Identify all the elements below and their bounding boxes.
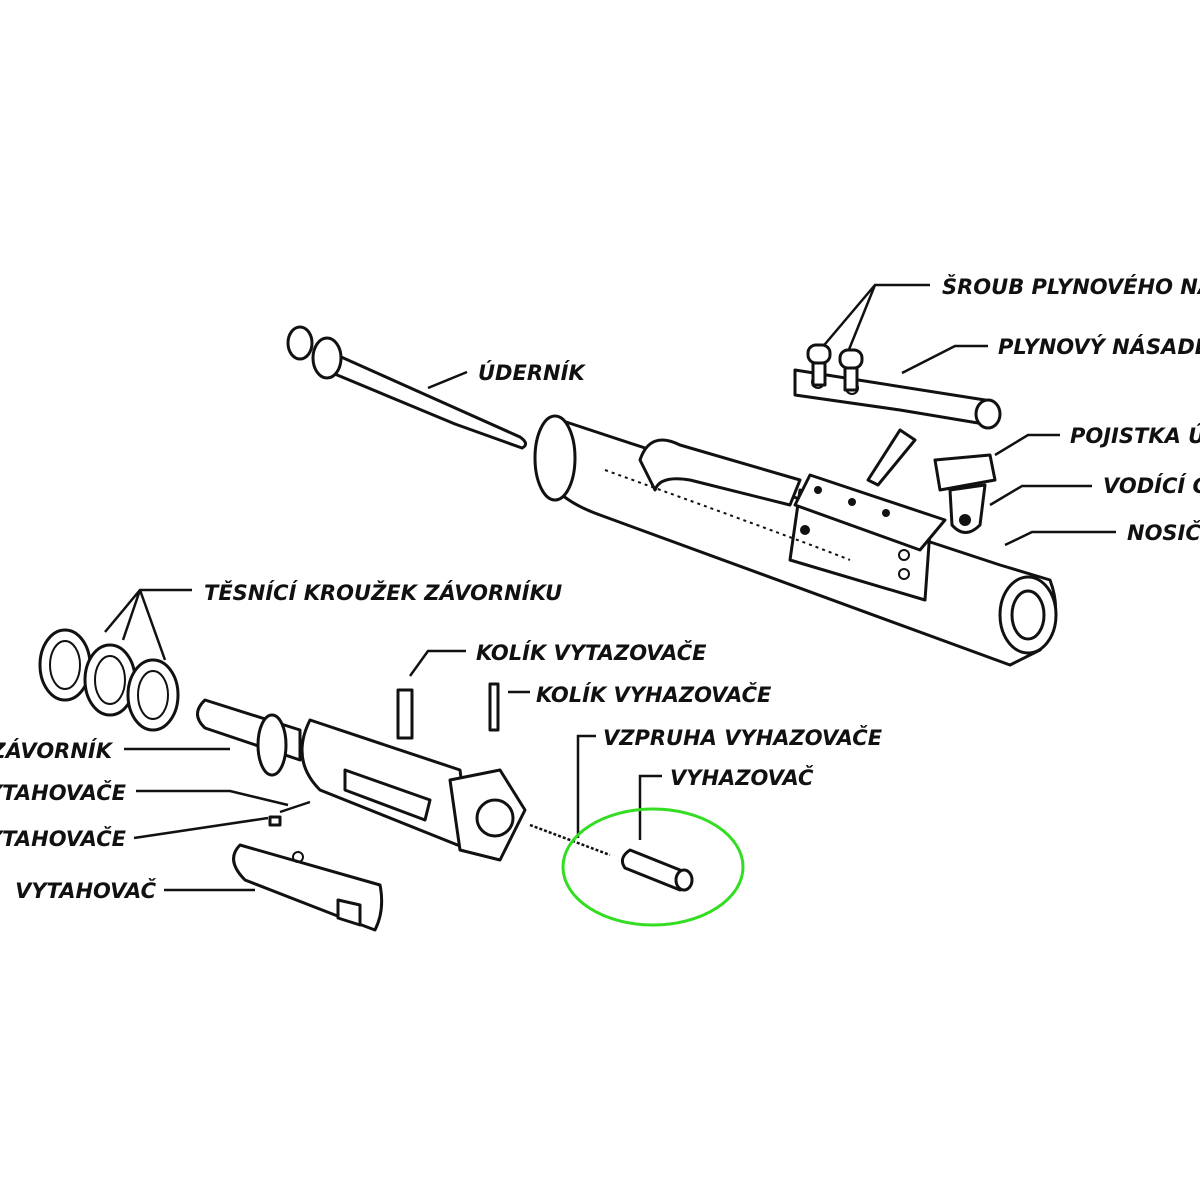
extractor: [232, 843, 384, 932]
extractor-insert: [268, 815, 282, 827]
label-ejector: VYHAZOVAČ: [670, 765, 814, 790]
extractor-pin: [396, 688, 414, 740]
gas-rings: [38, 628, 180, 732]
extractor-spring: [279, 800, 311, 814]
leader-lines: [104, 283, 1116, 892]
label-extractor-spring: VYTAHOVAČE: [0, 780, 127, 805]
label-cam-pin: VODÍCÍ ČEP: [1103, 473, 1200, 498]
label-gas-key: PLYNOVÝ NÁSADEC: [998, 334, 1200, 359]
label-firing-pin: ÚDERNÍK: [478, 360, 586, 385]
bolt: [196, 698, 527, 862]
bolt-carrier: [533, 414, 1058, 667]
firing-pin-retainer: [866, 428, 917, 487]
gas-key-screws: [806, 343, 864, 392]
ejector-spring: [529, 823, 611, 857]
label-extractor-pin: KOLÍK VYTAZOVAČE: [476, 640, 707, 665]
highlight-ellipse: [561, 807, 745, 927]
label-ejector-pin: KOLÍK VYHAZOVAČE: [536, 682, 772, 707]
firing-pin: [286, 325, 527, 450]
label-extractor: VYTAHOVAČ: [15, 878, 157, 903]
label-firing-pin-retainer: POJISTKA ÚDERNÍKU: [1070, 423, 1200, 448]
ejector: [620, 848, 694, 892]
label-gas-rings: TĚSNÍCÍ KROUŽEK ZÁVORNÍKU: [204, 580, 562, 605]
label-extractor-insert: VYTAHOVAČE: [0, 826, 127, 851]
label-gas-key-screw: ŠROUB PLYNOVÉHO NÁSADCE: [942, 274, 1200, 299]
cam-pin: [933, 453, 997, 534]
label-bolt-carrier: NOSIČ ZÁVORNÍKU: [1127, 520, 1200, 545]
ejector-pin: [488, 682, 500, 732]
label-ejector-spring: VZPRUHA VYHAZOVAČE: [603, 725, 883, 750]
label-bolt: ZÁVORNÍK: [0, 738, 114, 763]
